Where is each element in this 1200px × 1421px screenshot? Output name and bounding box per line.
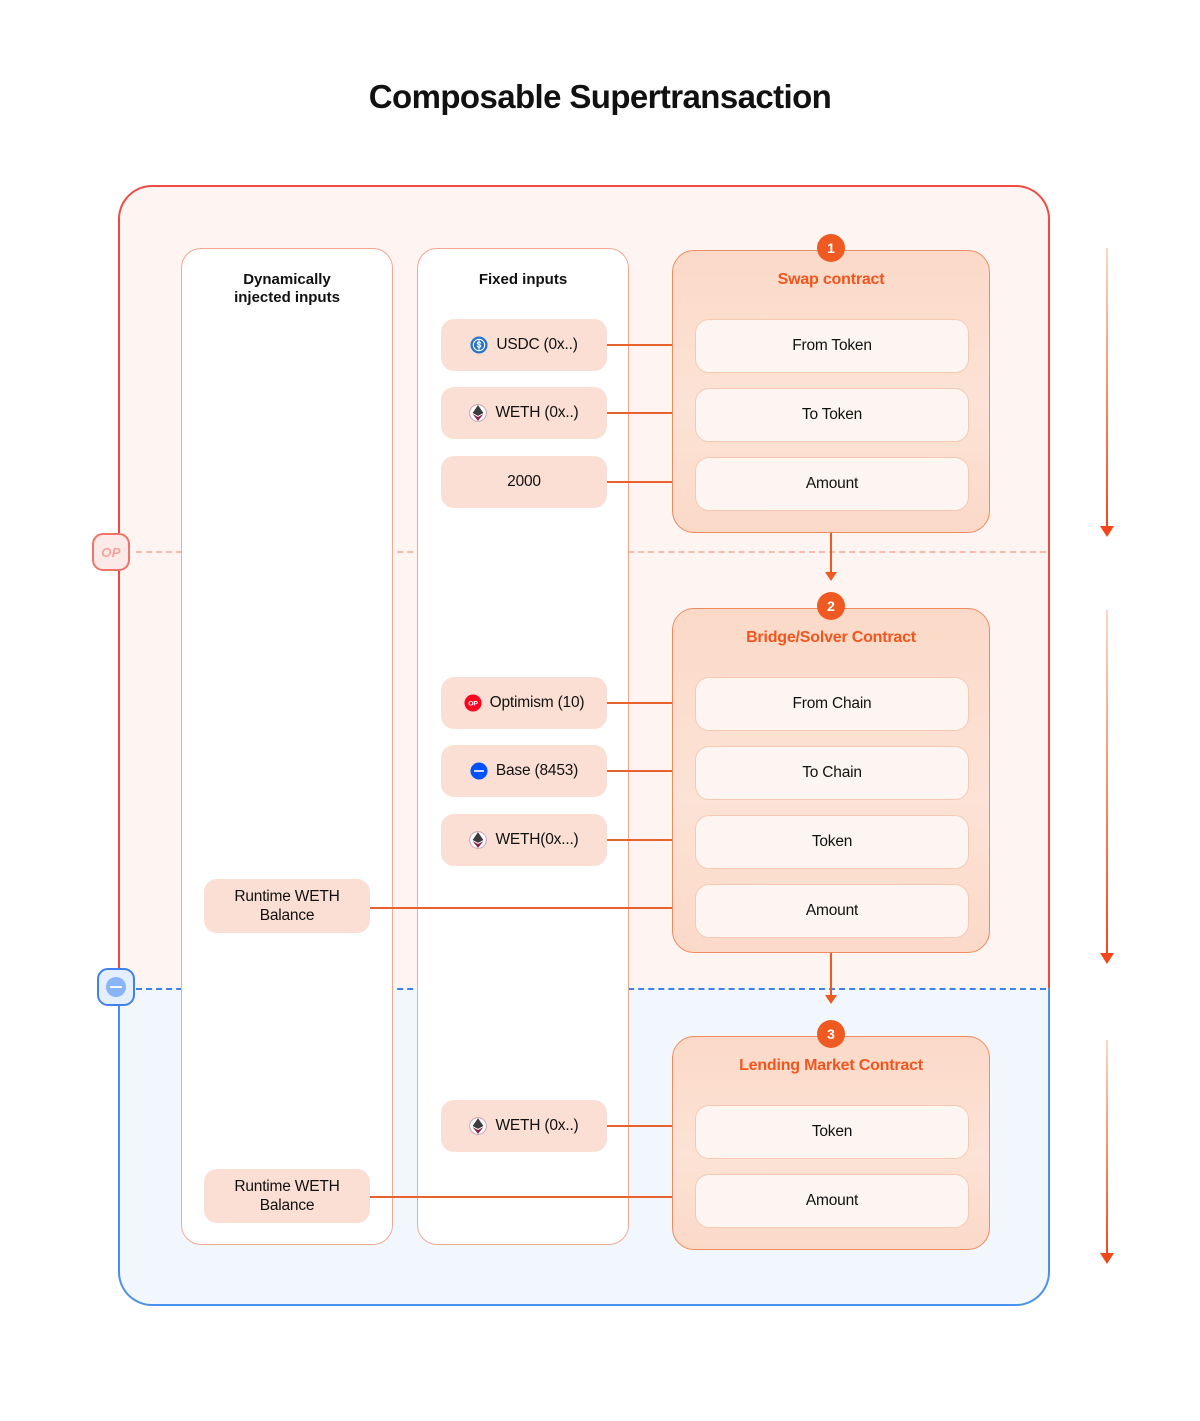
progress-arrow-1-shaft [1106, 248, 1109, 528]
fixed-input-weth-1-label: WETH (0x..) [495, 404, 579, 421]
contract-lending-field-amount[interactable]: Amount [695, 1174, 969, 1228]
dynamic-input-runtime-weth-1-line1: Runtime WETH [234, 888, 340, 905]
connector-optimism [607, 702, 693, 704]
dynamic-input-runtime-weth-2[interactable]: Runtime WETH Balance [204, 1169, 370, 1223]
optimism-chain-badge: OP [92, 533, 130, 571]
optimism-icon: OP [464, 694, 482, 712]
fixed-input-optimism-chain[interactable]: OP Optimism (10) [441, 677, 607, 729]
weth-icon [469, 1117, 488, 1135]
connector-usdc [607, 344, 693, 346]
dynamic-input-runtime-weth-1-line2: Balance [259, 907, 315, 925]
contract-bridge-field-to-chain[interactable]: To Chain [695, 746, 969, 800]
contract-swap-field-from-token[interactable]: From Token [695, 319, 969, 373]
contract-bridge-field-token[interactable]: Token [695, 815, 969, 869]
fixed-input-weth-3-label: WETH (0x..) [495, 1117, 579, 1134]
base-icon [470, 762, 488, 780]
contract-swap: Swap contract From Token To Token Amount [672, 250, 990, 533]
progress-arrow-2 [1098, 610, 1116, 964]
dynamic-input-runtime-weth-2-line2: Balance [259, 1197, 315, 1215]
fixed-input-weth-2[interactable]: WETH(0x...) [441, 814, 607, 866]
dynamic-input-runtime-weth-2-line1: Runtime WETH [234, 1178, 340, 1195]
step-badge-2: 2 [817, 592, 845, 620]
connector-runtime-weth-2 [370, 1196, 693, 1198]
progress-arrow-2-head [1100, 953, 1114, 964]
fixed-input-base-chain[interactable]: Base (8453) [441, 745, 607, 797]
fixed-input-base-chain-label: Base (8453) [495, 762, 579, 779]
connector-base [607, 770, 693, 772]
step-badge-1: 1 [817, 234, 845, 262]
usdc-icon [470, 336, 488, 354]
progress-arrow-3-shaft [1106, 1040, 1109, 1255]
flow-arrow-1-to-2 [830, 533, 832, 575]
contract-lending-market-title: Lending Market Contract [739, 1057, 923, 1074]
contract-swap-field-amount[interactable]: Amount [695, 457, 969, 511]
contract-swap-field-to-token[interactable]: To Token [695, 388, 969, 442]
fixed-input-weth-3[interactable]: WETH (0x..) [441, 1100, 607, 1152]
fixed-column-header: Fixed inputs [478, 271, 568, 288]
fixed-input-usdc-label: USDC (0x..) [496, 336, 578, 353]
progress-arrow-3 [1098, 1040, 1116, 1264]
contract-bridge-field-from-chain[interactable]: From Chain [695, 677, 969, 731]
page-title: Composable Supertransaction [368, 78, 832, 115]
progress-arrow-1-head [1100, 526, 1114, 537]
contract-lending-market: Lending Market Contract Token Amount [672, 1036, 990, 1250]
progress-arrow-2-shaft [1106, 610, 1109, 955]
weth-icon [469, 831, 488, 849]
progress-arrow-1 [1098, 248, 1116, 537]
flow-arrow-2-to-3-head [825, 995, 837, 1004]
progress-arrow-3-head [1100, 1253, 1114, 1264]
connector-amount-2000 [607, 481, 693, 483]
base-icon [106, 977, 126, 997]
dynamic-input-runtime-weth-1[interactable]: Runtime WETH Balance [204, 879, 370, 933]
contract-lending-field-token[interactable]: Token [695, 1105, 969, 1159]
dynamic-header-line2: injected inputs [234, 289, 340, 307]
optimism-badge-label: OP [101, 544, 121, 560]
weth-icon [469, 404, 488, 422]
fixed-input-weth-2-label: WETH(0x...) [495, 831, 579, 848]
contract-bridge-solver-title: Bridge/Solver Contract [746, 629, 916, 646]
dynamically-injected-inputs-column: Dynamically injected inputs [181, 248, 393, 1245]
base-chain-badge [97, 968, 135, 1006]
connector-runtime-weth-1 [370, 907, 693, 909]
fixed-input-amount-2000[interactable]: 2000 [441, 456, 607, 508]
fixed-input-amount-2000-label: 2000 [507, 473, 541, 490]
contract-bridge-field-amount[interactable]: Amount [695, 884, 969, 938]
fixed-input-optimism-chain-label: Optimism (10) [489, 694, 585, 711]
connector-weth-2 [607, 839, 693, 841]
dynamic-column-header: Dynamically injected inputs [182, 271, 392, 308]
contract-bridge-solver: Bridge/Solver Contract From Chain To Cha… [672, 608, 990, 953]
step-badge-3: 3 [817, 1020, 845, 1048]
fixed-input-weth-1[interactable]: WETH (0x..) [441, 387, 607, 439]
contract-swap-title: Swap contract [777, 271, 885, 288]
svg-text:OP: OP [468, 701, 478, 708]
flow-arrow-1-to-2-head [825, 572, 837, 581]
connector-weth-3 [607, 1125, 693, 1127]
dynamic-header-line1: Dynamically [243, 271, 331, 288]
connector-weth-1 [607, 412, 693, 414]
fixed-input-usdc[interactable]: USDC (0x..) [441, 319, 607, 371]
flow-arrow-2-to-3 [830, 953, 832, 997]
